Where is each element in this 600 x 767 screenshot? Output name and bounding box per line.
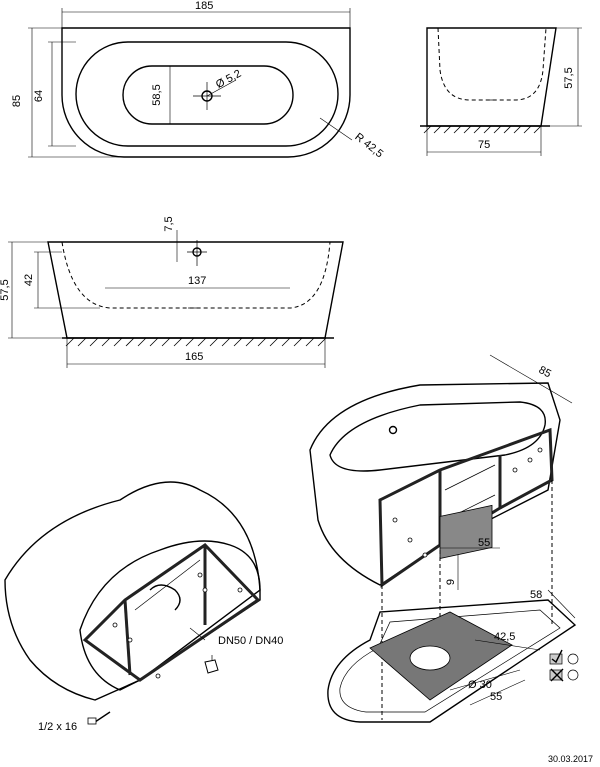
top-drain-area-label: 58,5 bbox=[151, 84, 163, 105]
side-floor-hatch bbox=[420, 125, 550, 134]
top-view: 185 85 64 58,5 Ø 5,2 R 42,5 bbox=[11, 0, 385, 160]
drain-pipe bbox=[149, 584, 181, 611]
side-height-label: 57,5 bbox=[563, 67, 575, 88]
check-no-icon bbox=[549, 668, 579, 682]
top-inner-width-label: 64 bbox=[33, 90, 45, 102]
floor-plate: 58 42,5 Ø 30 55 bbox=[327, 589, 579, 723]
front-floor-hatch bbox=[62, 337, 334, 347]
front-drain-offset-label: 7,5 bbox=[163, 216, 175, 231]
top-radius-label: R 42,5 bbox=[352, 131, 385, 160]
top-length-label: 185 bbox=[195, 0, 213, 12]
drain-fitting-label: DN50 / DN40 bbox=[218, 635, 283, 647]
floor-plate-label: 55 bbox=[490, 691, 502, 703]
iso-view: 85 55 9 bbox=[309, 354, 573, 720]
iso-width-label: 85 bbox=[537, 364, 553, 380]
floor-hole bbox=[409, 645, 451, 671]
floor-hole-diameter-label: Ø 30 bbox=[468, 679, 492, 691]
drain-fitting-icon bbox=[204, 655, 219, 674]
feet-label: 1/2 x 16 bbox=[38, 721, 77, 733]
top-width-label: 85 bbox=[11, 95, 23, 107]
small-nut-icon bbox=[155, 673, 161, 679]
back-frame bbox=[82, 543, 261, 682]
footer-date: 30.03.2017 bbox=[548, 754, 593, 764]
front-height-label: 57,5 bbox=[0, 279, 11, 300]
frame-plate bbox=[439, 504, 493, 559]
front-inner-length-label: 137 bbox=[188, 275, 206, 287]
front-base-length-label: 165 bbox=[185, 351, 203, 363]
top-drain-diameter-label: Ø 5,2 bbox=[214, 68, 243, 91]
floor-length-label: 42,5 bbox=[494, 631, 515, 643]
check-ok-icon bbox=[549, 649, 579, 665]
front-inner-height-label: 42 bbox=[23, 274, 35, 286]
iso-frame bbox=[378, 427, 554, 588]
floor-depth-label: 58 bbox=[530, 589, 542, 601]
foot-bolt-icon bbox=[87, 711, 111, 725]
side-depth-label: 75 bbox=[478, 139, 490, 151]
iso-plate-offset-label: 9 bbox=[445, 579, 457, 585]
front-view: 7,5 137 57,5 42 165 bbox=[0, 216, 344, 368]
back-view: DN50 / DN40 1/2 x 16 bbox=[4, 481, 283, 733]
side-view: 57,5 75 bbox=[420, 27, 582, 156]
iso-plate-width-label: 55 bbox=[478, 537, 490, 549]
